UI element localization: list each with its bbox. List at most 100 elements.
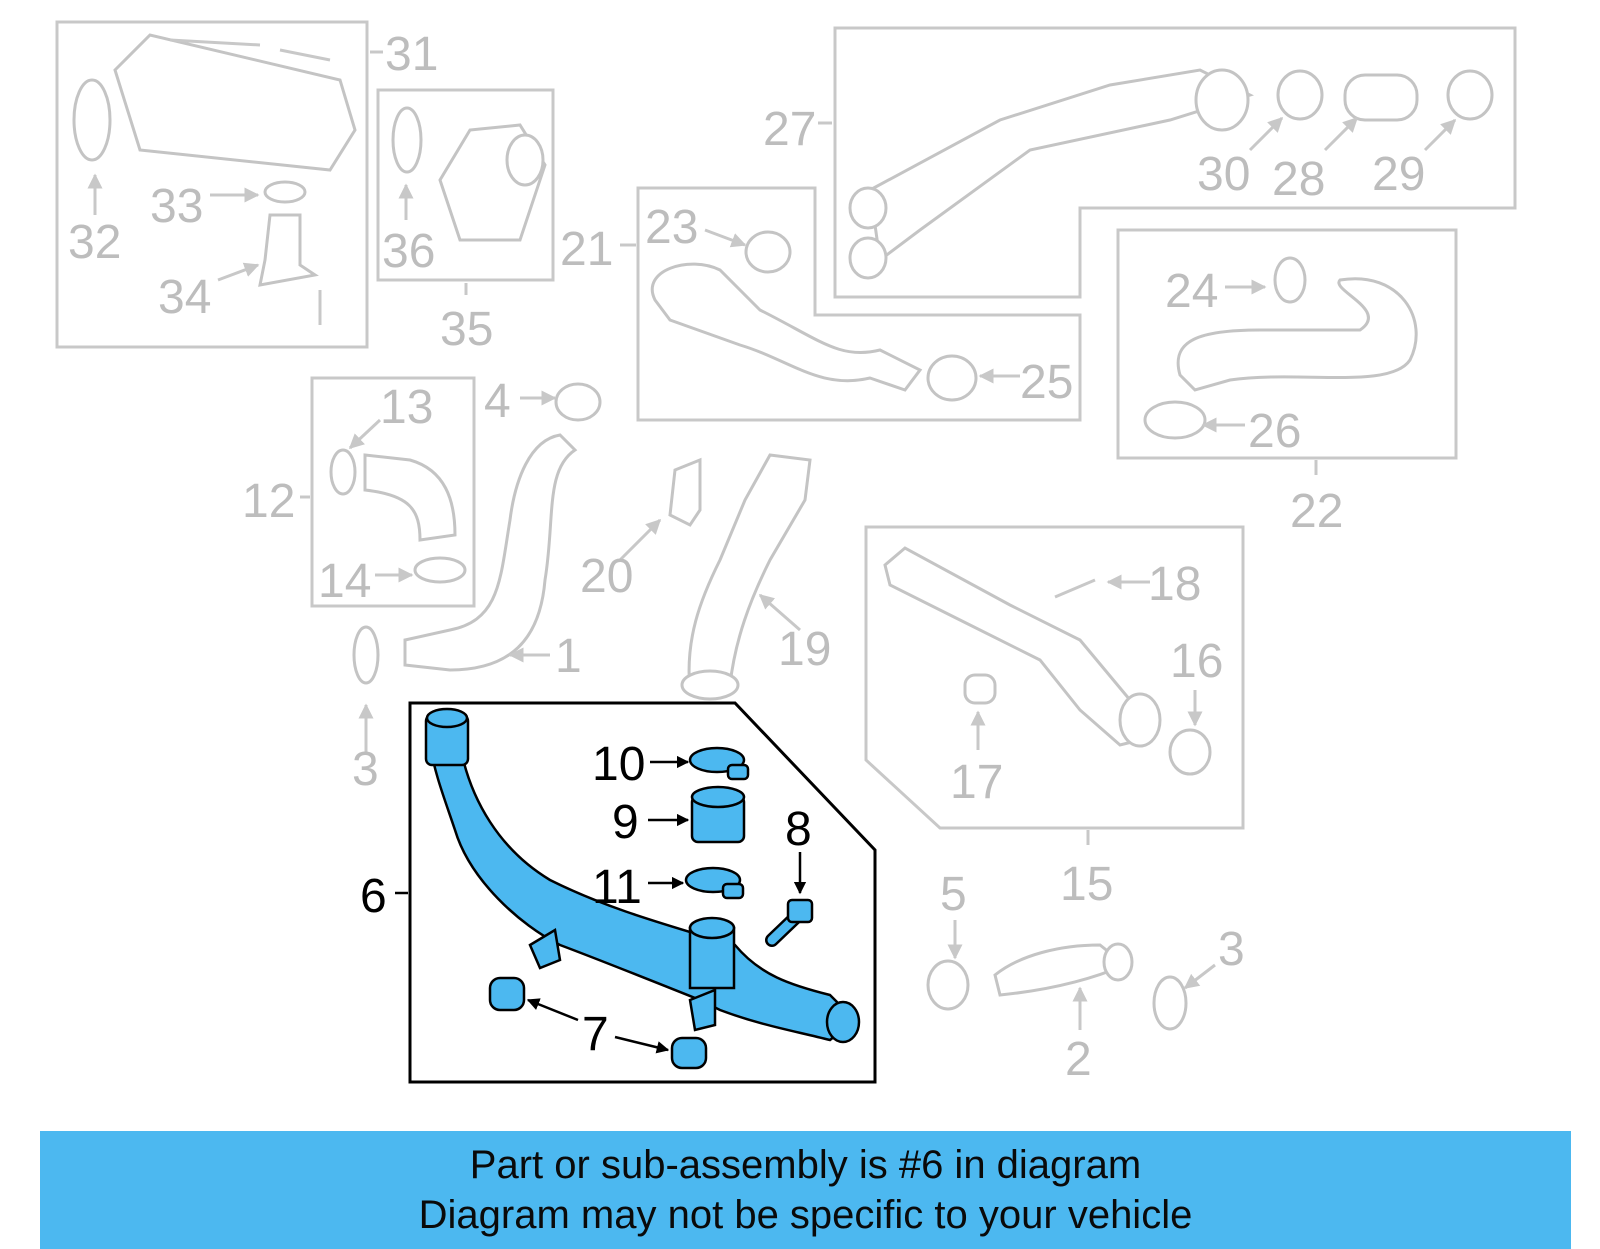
label-2: 2 — [1065, 1033, 1092, 1086]
label-12: 12 — [242, 475, 295, 528]
group-21-box — [636, 186, 1082, 422]
bracket-20-shape — [668, 457, 702, 527]
clamp-30-shape — [1276, 69, 1324, 121]
label-16: 16 — [1170, 635, 1223, 688]
label-26: 26 — [1248, 405, 1301, 458]
label-3a: 3 — [352, 743, 379, 796]
pipe-end-shape — [1194, 68, 1250, 132]
pipe-6-upper-opening-shape — [425, 707, 469, 729]
label-3b: 3 — [1218, 923, 1245, 976]
group-6: 6 10 9 11 8 7 — [360, 701, 877, 1084]
clamp-4-shape — [554, 382, 602, 422]
pipe-6-bracket-shape — [528, 927, 562, 970]
label-5: 5 — [940, 868, 967, 921]
arrow-3b — [1183, 963, 1216, 990]
banner-line-part-info: Part or sub-assembly is #6 in diagram — [469, 1143, 1142, 1187]
label-30: 30 — [1197, 148, 1250, 201]
arrow-7a — [526, 998, 579, 1022]
pipe-outlet-shape — [848, 186, 888, 230]
label-36: 36 — [382, 225, 435, 278]
bolt-shape — [279, 48, 331, 62]
clamp-29-shape — [1446, 69, 1494, 121]
oring-33-shape — [263, 180, 307, 204]
group-35: 36 35 — [376, 88, 555, 356]
label-31: 31 — [385, 28, 438, 81]
label-27: 27 — [763, 103, 816, 156]
grommet-7a-shape — [488, 976, 526, 1012]
label-21: 21 — [560, 223, 613, 276]
label-28: 28 — [1272, 153, 1325, 206]
pipe-15-shape — [883, 546, 1142, 747]
fitting-34-shape — [258, 213, 319, 287]
label-32: 32 — [68, 216, 121, 269]
oring-13-shape — [329, 448, 357, 496]
group-15: 18 16 17 15 — [864, 525, 1245, 911]
group-12: 12 13 14 — [242, 376, 476, 608]
clamp-5-shape — [926, 959, 970, 1011]
group-22: 24 26 22 — [1116, 228, 1458, 538]
oring-3-shape — [352, 625, 380, 685]
info-banner: Part or sub-assembly is #6 in diagram Di… — [40, 1131, 1571, 1249]
clamp-26-shape — [1143, 400, 1207, 440]
label-22: 22 — [1290, 485, 1343, 538]
clamp-25-shape — [926, 354, 978, 402]
loose-parts-middle: 4 1 3 20 19 — [352, 375, 831, 796]
bolt-18-shape — [1054, 578, 1096, 599]
pipe-19-end-shape — [680, 669, 740, 701]
label-20: 20 — [580, 550, 633, 603]
group-15-box — [864, 525, 1245, 830]
pipe-outlet-shape — [848, 236, 888, 280]
group-31-box — [55, 20, 369, 349]
arrow-13 — [348, 418, 382, 450]
clamp-11-screw-shape — [721, 882, 745, 900]
gasket-32-shape — [72, 78, 112, 162]
grommet-7b-shape — [670, 1036, 708, 1070]
label-8: 8 — [785, 803, 812, 856]
group-27-box — [833, 26, 1517, 299]
oring-16-shape — [1168, 728, 1212, 776]
label-25: 25 — [1020, 356, 1073, 409]
group-6-box — [408, 701, 877, 1084]
grommet-17-shape — [963, 673, 997, 705]
group-21: 21 23 25 — [560, 186, 1082, 422]
group-31: 31 32 33 34 — [55, 20, 438, 349]
label-34: 34 — [158, 271, 211, 324]
coolant-pipe-6-shape — [428, 743, 857, 1042]
oring-3b-shape — [1152, 975, 1188, 1031]
banner-line-disclaimer: Diagram may not be specific to your vehi… — [418, 1193, 1193, 1237]
pipe-6-bracket-shape — [688, 988, 717, 1032]
parts-diagram: 31 32 33 34 36 35 27 30 28 29 — [55, 20, 1517, 1086]
label-35: 35 — [440, 303, 493, 356]
coupler-28-shape — [1343, 73, 1419, 122]
pipe-6-tee-opening-shape — [688, 916, 736, 940]
hose-1-shape — [403, 433, 578, 672]
label-23: 23 — [645, 201, 698, 254]
throttle-bore-shape — [505, 133, 545, 187]
group-27: 27 30 28 29 — [763, 26, 1517, 299]
label-17: 17 — [950, 756, 1003, 809]
label-24: 24 — [1165, 265, 1218, 318]
hose-22-shape — [1176, 277, 1418, 392]
label-14: 14 — [318, 555, 371, 608]
clamp-23-shape — [744, 230, 792, 274]
coupler-9-top-shape — [690, 785, 746, 809]
elbow-12-shape — [363, 453, 457, 542]
bolt-shape — [169, 38, 261, 47]
label-7: 7 — [582, 1008, 609, 1061]
hose-2-end-shape — [1102, 942, 1134, 982]
group-22-box — [1116, 228, 1458, 460]
label-13: 13 — [380, 381, 433, 434]
arrow-28 — [1323, 116, 1359, 152]
label-10: 10 — [592, 738, 645, 791]
arrow-34 — [217, 262, 260, 282]
arrow-23 — [704, 228, 747, 248]
label-18: 18 — [1148, 558, 1201, 611]
intake-manifold-shape — [113, 33, 357, 172]
group-12-box — [310, 376, 476, 608]
label-15: 15 — [1060, 858, 1113, 911]
bolt-8-head-shape — [786, 898, 814, 924]
arrow-20 — [618, 518, 662, 562]
arrow-7b — [614, 1035, 670, 1054]
loose-parts-bottom-right: 5 2 3 — [926, 868, 1245, 1086]
label-4: 4 — [484, 375, 511, 428]
